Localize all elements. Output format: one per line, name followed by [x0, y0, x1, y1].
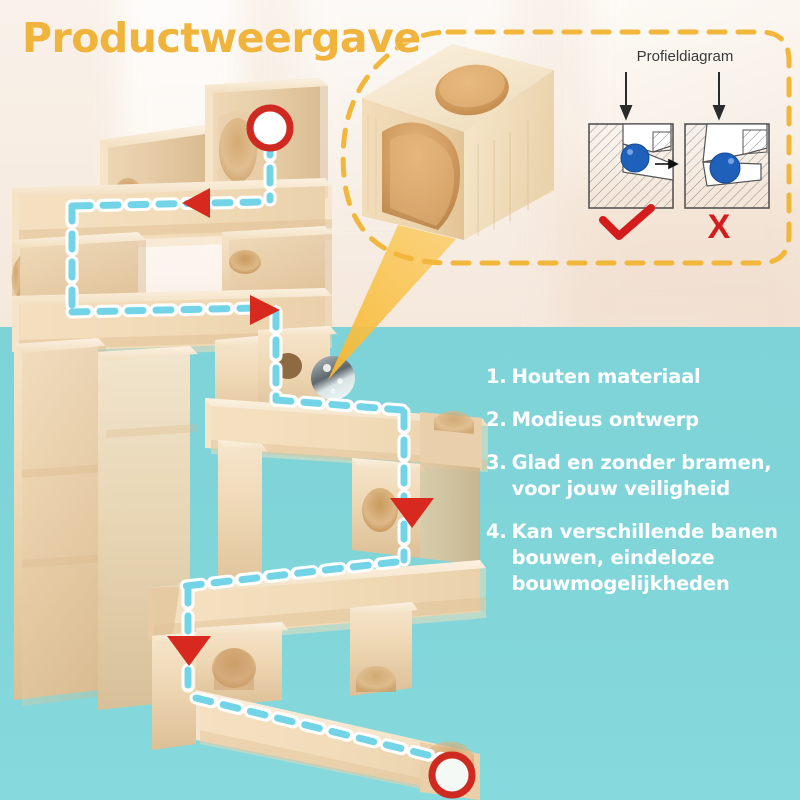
list-item: 1. Houten materiaal: [486, 364, 786, 390]
list-item: 4. Kan verschillende banen bouwen, einde…: [486, 519, 786, 597]
feature-number: 4.: [486, 520, 507, 543]
arrow-right: [250, 295, 280, 325]
arrow-down-left: [167, 636, 211, 666]
wood-group-middle: [148, 398, 488, 750]
profile-diagram-graphic: X: [588, 72, 770, 246]
feature-list: 1. Houten materiaal 2. Modieus ontwerp 3…: [486, 364, 786, 614]
start-ring-marker: [246, 104, 294, 152]
callout-dashed-outline: [330, 26, 795, 271]
feature-number: 1.: [486, 365, 507, 388]
profile-diagram-panel: Profieldiagram: [585, 42, 785, 247]
list-item: 2. Modieus ontwerp: [486, 407, 786, 433]
feature-text: Kan verschillende banen bouwen, eindeloz…: [511, 520, 778, 595]
cross-icon: X: [708, 208, 731, 246]
end-ring-marker: [428, 751, 476, 799]
arrow-left: [182, 188, 210, 218]
glass-marble: [311, 356, 355, 400]
feature-number: 2.: [486, 408, 507, 431]
wooden-cube-block-magnified: [362, 44, 554, 240]
profile-diagram-title: Profieldiagram: [636, 48, 734, 65]
profile-panel-incorrect: X: [684, 123, 770, 246]
check-icon: [599, 204, 655, 240]
list-item: 3. Glad en zonder bramen, voor jouw veil…: [486, 450, 786, 502]
feature-text: Houten materiaal: [511, 365, 701, 388]
feature-text: Modieus ontwerp: [511, 408, 700, 431]
page-title: Productweergave: [22, 14, 421, 62]
feature-text: Glad en zonder bramen, voor jouw veiligh…: [511, 451, 772, 500]
arrow-down-right: [390, 498, 434, 528]
profile-panel-correct: [588, 123, 679, 240]
feature-number: 3.: [486, 451, 507, 474]
